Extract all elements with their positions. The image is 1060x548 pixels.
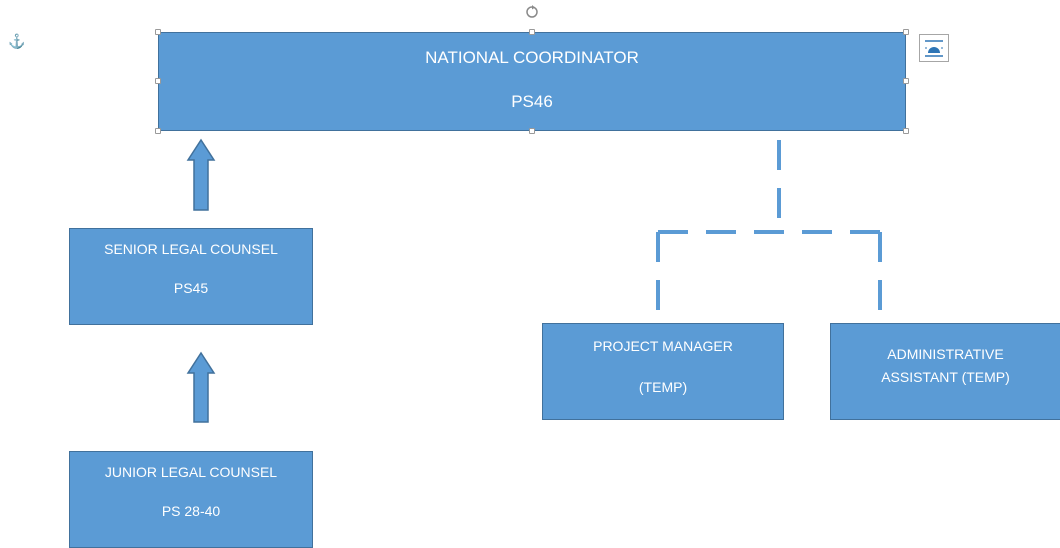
administrative-assistant-title-line1: ADMINISTRATIVE [887, 346, 1004, 362]
project-manager-box[interactable]: PROJECT MANAGER (TEMP) [542, 323, 784, 420]
national-coordinator-title: NATIONAL COORDINATOR [425, 48, 639, 67]
senior-legal-counsel-grade: PS45 [173, 280, 209, 296]
junior-legal-counsel-grade: PS 28-40 [161, 503, 221, 519]
project-manager-status: (TEMP) [638, 379, 688, 395]
administrative-assistant-box[interactable]: ADMINISTRATIVE ASSISTANT (TEMP) [830, 323, 1060, 420]
up-arrow-senior-to-national [186, 138, 216, 211]
project-manager-title: PROJECT MANAGER [593, 338, 733, 354]
resize-handle-top-left[interactable] [155, 29, 161, 35]
resize-handle-bottom-left[interactable] [155, 128, 161, 134]
junior-legal-counsel-title: JUNIOR LEGAL COUNSEL [104, 464, 278, 480]
anchor-icon[interactable]: ⚓ [8, 33, 26, 49]
rotate-handle-icon[interactable] [525, 5, 539, 19]
national-coordinator-grade: PS46 [511, 92, 553, 111]
administrative-assistant-title-line2: ASSISTANT (TEMP) [881, 369, 1010, 385]
senior-legal-counsel-box[interactable]: SENIOR LEGAL COUNSEL PS45 [69, 228, 313, 325]
layout-options-icon[interactable] [919, 34, 949, 62]
resize-handle-middle-right[interactable] [903, 78, 909, 84]
resize-handle-bottom-center[interactable] [529, 128, 535, 134]
senior-legal-counsel-title: SENIOR LEGAL COUNSEL [104, 241, 278, 257]
resize-handle-middle-left[interactable] [155, 78, 161, 84]
national-coordinator-box[interactable]: NATIONAL COORDINATOR PS46 [158, 32, 906, 131]
resize-handle-top-right[interactable] [903, 29, 909, 35]
resize-handle-bottom-right[interactable] [903, 128, 909, 134]
up-arrow-junior-to-senior [186, 351, 216, 423]
resize-handle-top-center[interactable] [529, 29, 535, 35]
junior-legal-counsel-box[interactable]: JUNIOR LEGAL COUNSEL PS 28-40 [69, 451, 313, 548]
